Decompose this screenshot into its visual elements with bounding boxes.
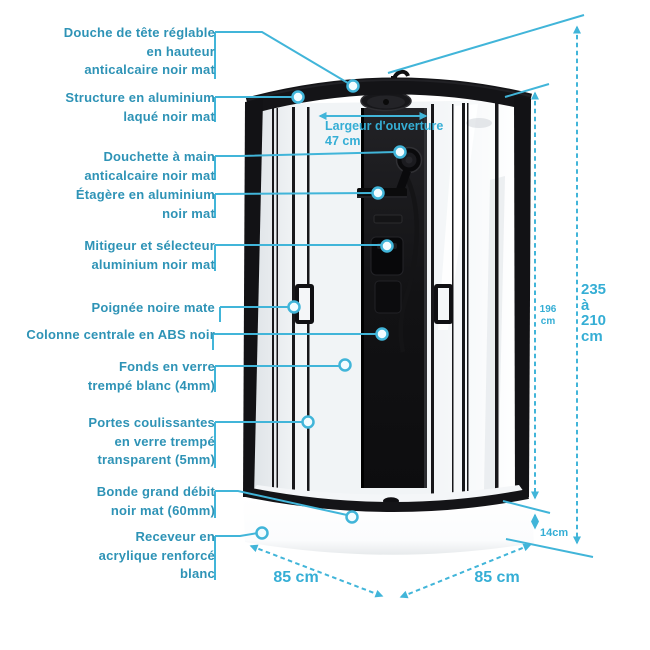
callout-dot (371, 186, 385, 200)
callout-line-column (212, 333, 377, 350)
dimension-label-total-height: 235 à 210 cm (581, 281, 607, 345)
callout-dot (291, 90, 305, 104)
callout-line-hand-shower (214, 151, 397, 180)
callout-line-back-glass (214, 365, 340, 392)
callout-line-handle (219, 306, 289, 322)
head-shower (360, 69, 412, 112)
callout-line-tray (214, 532, 259, 580)
callout-dot (345, 510, 359, 524)
callout-line-shelf (214, 192, 374, 218)
dimension-label-width-right: 85 cm (474, 569, 520, 586)
soap-tray (373, 214, 403, 224)
callout-label-column: Colonne centrale en ABS noir (26, 327, 215, 342)
callout-label-shelf: Étagère en aluminium noir mat (75, 187, 215, 221)
callout-dot (375, 327, 389, 341)
extension-line-inner-height-bottom (502, 500, 551, 514)
callout-label-structure: Structure en aluminium laqué noir mat (65, 90, 215, 124)
callout-label-head-shower: Douche de tête réglable en hauteur antic… (63, 25, 215, 77)
callout-lines (212, 31, 397, 580)
callout-line-drain (214, 490, 348, 518)
head-shower-reflection (466, 118, 492, 128)
callout-dot (338, 358, 352, 372)
callout-label-handle: Poignée noire mate (91, 300, 215, 315)
top-frame-highlight (247, 78, 531, 101)
extension-line-tray-bottom (505, 538, 594, 558)
callout-label-mixer: Mitigeur et sélecteur aluminium noir mat (84, 238, 215, 272)
callout-label-drain: Bonde grand débit noir mat (60mm) (96, 484, 215, 518)
callout-dots (255, 79, 407, 540)
glass-reflection (484, 176, 505, 490)
extension-line-inner-height-top (504, 83, 550, 98)
callout-dot (380, 239, 394, 253)
callout-line-mixer (214, 244, 382, 271)
callout-label-sliding-doors: Portes coulissantes en verre trempé tran… (88, 415, 215, 467)
callout-label-hand-shower: Douchette à main anticalcaire noir mat (84, 149, 215, 183)
callout-dot (301, 415, 315, 429)
dimension-label-width-left: 85 cm (273, 569, 319, 586)
column-edge-highlight (424, 108, 427, 488)
right-frame-post (514, 96, 531, 497)
callout-dot (393, 145, 407, 159)
extension-line-total-height-top (387, 14, 585, 74)
dimension-label-inner-height: 196 cm (539, 304, 557, 327)
left-frame-post (243, 99, 263, 497)
dimension-label-opening-width: Largeur d'ouverture 47 cm (325, 119, 444, 148)
bottom-frame-rail (245, 487, 529, 513)
callout-dot (255, 526, 269, 540)
dimension-lines (249, 14, 594, 599)
callout-dot (346, 79, 360, 93)
callout-dot (287, 300, 301, 314)
callout-line-head-shower (214, 31, 354, 87)
shower-hose (398, 172, 419, 353)
callout-line-structure (214, 96, 293, 122)
handle-right (434, 284, 453, 324)
callout-line-doors (214, 421, 303, 468)
shower-tray (243, 497, 534, 555)
column-edge-shadow (361, 108, 364, 488)
left-glass-shading (252, 104, 310, 497)
callout-label-back-glass: Fonds en verre trempé blanc (4mm) (87, 359, 215, 393)
dimension-label-tray-height: 14cm (540, 527, 569, 539)
callout-label-tray: Receveur en acrylique renforcé blanc (98, 529, 215, 581)
